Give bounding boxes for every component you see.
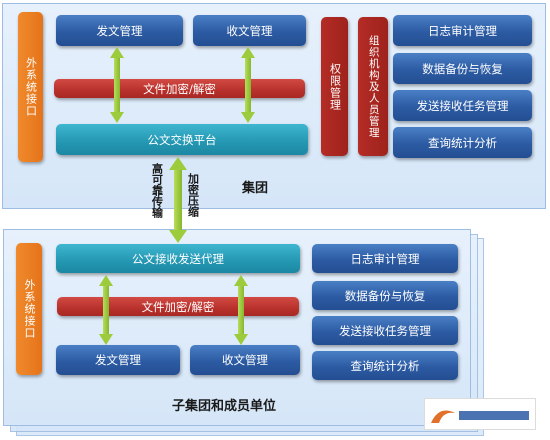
sub-side-item: 日志审计管理: [312, 244, 458, 273]
double-arrow-icon: [234, 275, 248, 345]
sub-receive-mgmt-label: 收文管理: [222, 353, 268, 367]
sub-side-item: 查询统计分析: [312, 351, 458, 380]
sub-proxy: 公文接收发送代理: [56, 244, 300, 273]
group-exchange-platform-label: 公文交换平台: [147, 132, 217, 147]
group-side-item-label: 日志审计管理: [428, 23, 497, 38]
double-arrow-icon: [110, 47, 124, 123]
sub-side-item-label: 发送接收任务管理: [339, 323, 431, 338]
link-right-label: 加密压缩: [186, 173, 200, 217]
group-encrypt-label: 文件加密/解密: [143, 81, 216, 96]
double-arrow-icon: [169, 157, 187, 243]
sub-side-item-label: 日志审计管理: [350, 251, 420, 266]
group-exchange-platform: 公文交换平台: [56, 124, 308, 155]
group-send-mgmt-label: 发文管理: [96, 23, 143, 38]
sub-send-mgmt: 发文管理: [56, 345, 180, 375]
sub-side-item: 发送接收任务管理: [312, 316, 458, 345]
sub-receive-mgmt: 收文管理: [190, 345, 300, 375]
sub-external-interface-label: 外系统接口: [23, 279, 37, 339]
sub-side-item-label: 查询统计分析: [350, 358, 420, 373]
double-arrow-icon: [241, 47, 255, 123]
sub-title: 子集团和成员单位: [172, 399, 277, 414]
group-permission-mgmt-label: 权限管理: [328, 62, 342, 111]
company-logo: [424, 398, 536, 430]
logo-icon: [431, 410, 529, 423]
group-side-item: 发送接收任务管理: [393, 90, 532, 121]
group-side-item: 数据备份与恢复: [393, 53, 532, 84]
group-external-interface: 外系统接口: [18, 12, 43, 162]
group-org-mgmt: 组织机构及人员管理: [358, 17, 388, 156]
sub-external-interface: 外系统接口: [16, 243, 42, 375]
double-arrow-icon: [99, 275, 113, 345]
sub-side-item: 数据备份与恢复: [312, 281, 458, 310]
group-title: 集团: [242, 181, 269, 196]
group-side-item: 日志审计管理: [393, 15, 532, 46]
sub-encrypt-label: 文件加密/解密: [141, 299, 215, 314]
group-permission-mgmt: 权限管理: [321, 17, 348, 156]
group-send-mgmt: 发文管理: [56, 15, 183, 46]
group-side-item-label: 查询统计分析: [428, 135, 497, 150]
link-left-label: 高可靠传输: [150, 163, 164, 218]
group-side-item-label: 数据备份与恢复: [422, 61, 503, 76]
group-org-mgmt-label: 组织机构及人员管理: [367, 34, 380, 139]
group-side-item: 查询统计分析: [393, 127, 532, 158]
group-receive-mgmt: 收文管理: [193, 15, 306, 46]
group-receive-mgmt-label: 收文管理: [226, 23, 273, 38]
sub-side-item-label: 数据备份与恢复: [344, 288, 426, 303]
sub-send-mgmt-label: 发文管理: [95, 353, 141, 367]
sub-proxy-label: 公文接收发送代理: [132, 251, 224, 266]
group-side-item-label: 发送接收任务管理: [416, 98, 509, 113]
group-external-interface-label: 外系统接口: [24, 57, 38, 117]
